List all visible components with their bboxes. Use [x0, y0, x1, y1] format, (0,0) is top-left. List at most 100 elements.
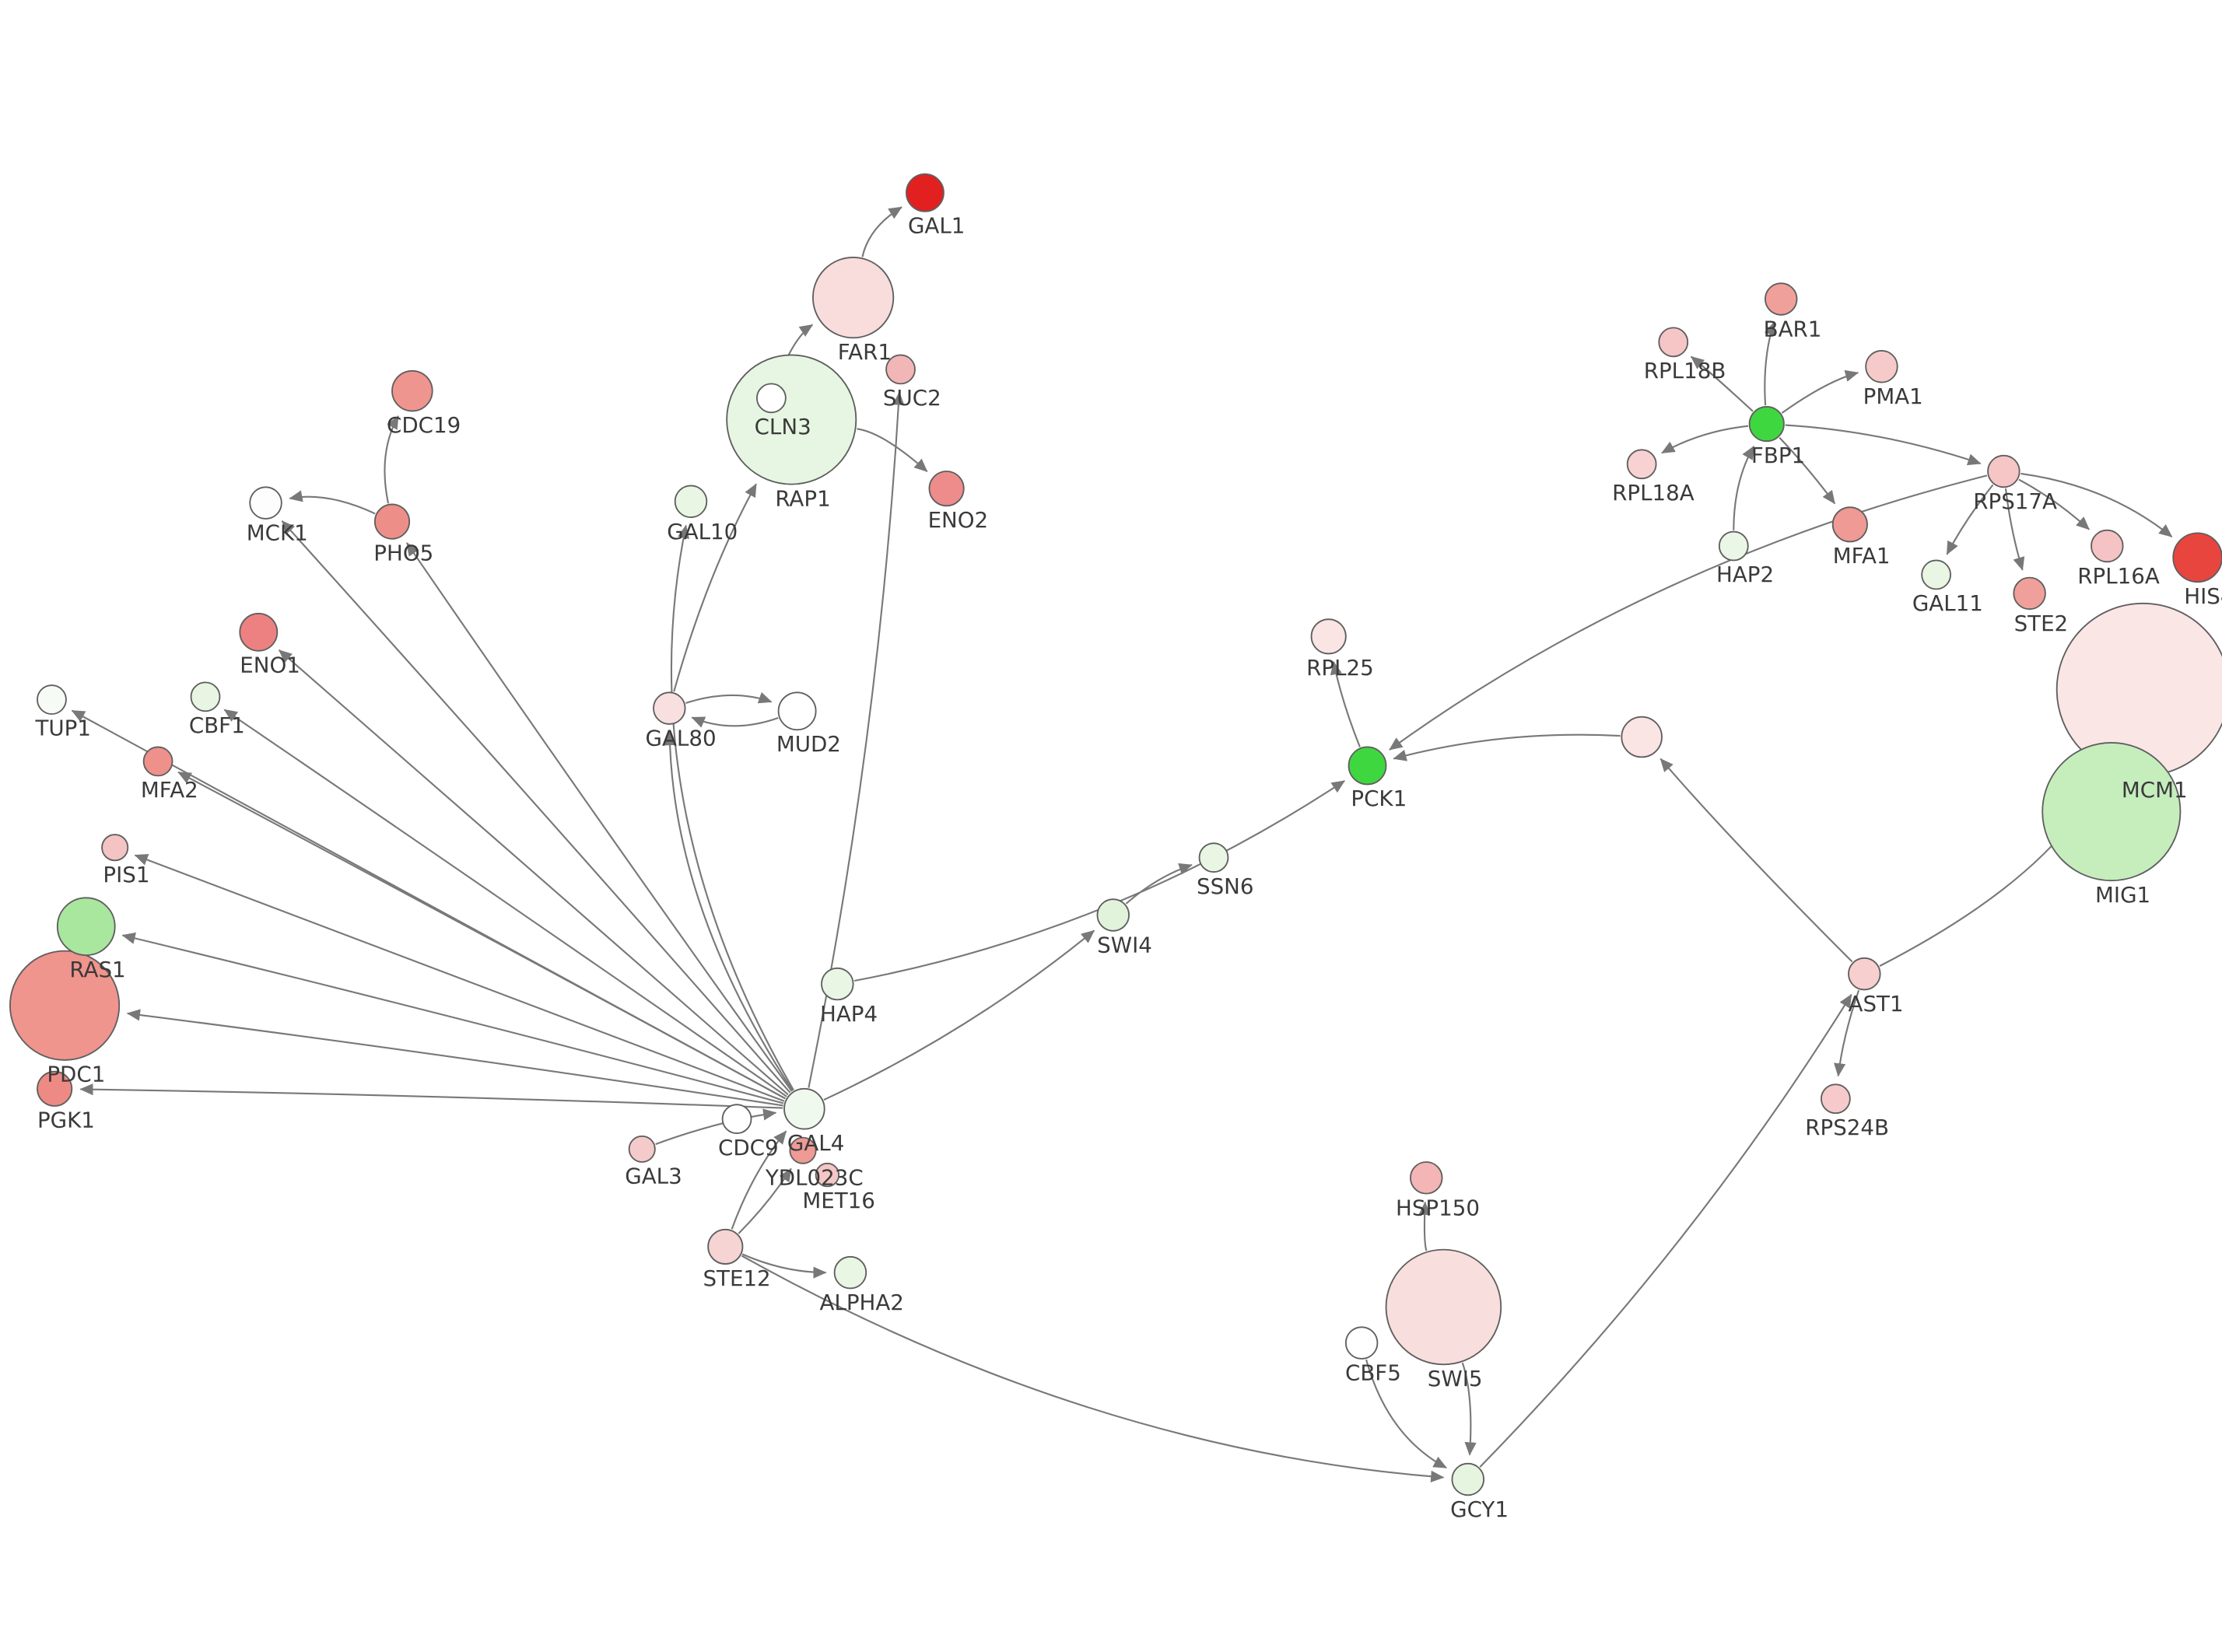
node-gal10[interactable] [674, 485, 708, 519]
node-ste2[interactable] [2013, 576, 2046, 611]
node-mck1[interactable] [249, 486, 282, 520]
node-hap2[interactable] [1718, 530, 1749, 562]
edge-GAL4-PIS1[interactable] [134, 854, 785, 1102]
edge-RPS17A-RPL16A[interactable] [2018, 478, 2090, 530]
node-alpha2[interactable] [833, 1255, 867, 1290]
node-gal4[interactable] [783, 1087, 825, 1130]
node-ydl023c[interactable] [789, 1136, 817, 1164]
edge-GAL4-ENO1[interactable] [278, 649, 789, 1096]
node-cbf1[interactable] [190, 681, 221, 712]
edge-FBP1-BAR1[interactable] [1764, 321, 1776, 406]
edge-PHO5-CDC19[interactable] [384, 415, 399, 504]
node-pgk1[interactable] [37, 1070, 73, 1107]
edge-AST1-UNK1[interactable] [1659, 758, 1853, 963]
edge-FBP1-MFA1[interactable] [1779, 436, 1836, 505]
node-mig1[interactable] [2042, 742, 2182, 882]
node-hsp150[interactable] [1410, 1161, 1443, 1195]
node-gal3[interactable] [628, 1135, 656, 1163]
edge-FBP1-RPL18B[interactable] [1690, 355, 1754, 412]
edge-GAL4-GAL80[interactable] [664, 732, 794, 1092]
edge-HAP4-PCK1[interactable] [853, 779, 1345, 982]
node-far1[interactable] [812, 257, 895, 339]
edge-SWI5-HSP150[interactable] [1418, 1201, 1431, 1251]
edge-GCY1-AST1[interactable] [1479, 993, 1852, 1468]
node-suc2[interactable] [885, 354, 916, 385]
edge-RPS17A-STE2[interactable] [2004, 488, 2025, 571]
node-rpl18a[interactable] [1626, 449, 1657, 480]
edge-GAL4-CBF1[interactable] [223, 709, 787, 1097]
node-tup1[interactable] [37, 684, 67, 715]
node-pis1[interactable] [101, 834, 129, 862]
edge-RPS17A-GAL11[interactable] [1946, 484, 1994, 555]
edge-RPS17A-HIS4[interactable] [2020, 472, 2173, 538]
edge-SWI5-GCY1[interactable] [1461, 1362, 1477, 1456]
node-rps24b[interactable] [1821, 1083, 1851, 1115]
edge-FBP1-RPS17A[interactable] [1785, 424, 1982, 466]
node-swi5[interactable] [1385, 1248, 1502, 1366]
node-gal11[interactable] [1921, 559, 1951, 590]
node-cdc19[interactable] [391, 369, 433, 412]
edge-STE12-ALPHA2[interactable] [741, 1253, 827, 1279]
edge-GAL4-PDC1[interactable] [126, 1009, 783, 1107]
node-mfa2[interactable] [142, 746, 173, 777]
edge-STE12-GCY1[interactable] [741, 1255, 1445, 1482]
edge-UNK1-PCK1[interactable] [1393, 733, 1621, 761]
node-cdc9[interactable] [721, 1104, 752, 1135]
edge-FBP1-PMA1[interactable] [1781, 369, 1859, 414]
edge-RPS17A-PCK1[interactable] [1389, 474, 1988, 751]
edge-CBF5-GCY1[interactable] [1365, 1359, 1447, 1469]
node-ast1[interactable] [1848, 957, 1881, 991]
edge-GAL80-MUD2[interactable] [685, 691, 773, 704]
node-mfa1[interactable] [1831, 506, 1868, 543]
node-unlabeled[interactable] [1621, 716, 1663, 758]
node-his4[interactable] [2172, 532, 2222, 583]
node-ssn6[interactable] [1198, 842, 1229, 873]
edge-GAL4-RAS1[interactable] [121, 932, 784, 1104]
edge-FAR1-GAL1[interactable] [861, 206, 902, 257]
node-eno1[interactable] [239, 612, 279, 652]
node-eno2[interactable] [928, 471, 965, 507]
node-hap4[interactable] [821, 967, 854, 1001]
edge-GAL80-RAP1[interactable] [673, 483, 757, 692]
node-rpl18b[interactable] [1658, 327, 1689, 358]
node-ste12[interactable] [707, 1228, 744, 1265]
edge-SWI4-SSN6[interactable] [1125, 863, 1193, 905]
node-pdc1[interactable] [9, 950, 121, 1061]
node-pma1[interactable] [1865, 350, 1898, 383]
node-pck1[interactable] [1348, 746, 1387, 786]
edge-GAL4-MFA2[interactable] [177, 771, 786, 1100]
edge-HAP2-FBP1[interactable] [1733, 446, 1755, 530]
node-met16[interactable] [815, 1162, 840, 1188]
node-rpl16a[interactable] [2091, 529, 2124, 563]
node-label-hap2: HAP2 [1716, 562, 1774, 587]
edge-RAP1-ENO2[interactable] [857, 428, 928, 472]
edge-GAL4-PHO5[interactable] [405, 542, 793, 1092]
edge-GAL4-PGK1[interactable] [79, 1083, 783, 1109]
edge-STE12-GAL4[interactable] [731, 1130, 787, 1230]
edge-FBP1-RPL18A[interactable] [1661, 425, 1749, 454]
node-mud2[interactable] [777, 691, 817, 731]
node-rpl25[interactable] [1310, 618, 1347, 655]
edge-AST1-RPS24B[interactable] [1834, 989, 1860, 1077]
node-swi4[interactable] [1096, 898, 1130, 932]
edge-MUD2-GAL80[interactable] [691, 716, 779, 728]
node-gal80[interactable] [653, 691, 686, 725]
node-fbp1[interactable] [1748, 406, 1785, 443]
edge-GAL4-SWI4[interactable] [823, 929, 1095, 1101]
edge-STE12-YDL023C[interactable] [738, 1167, 792, 1234]
node-rap1[interactable] [726, 354, 857, 485]
node-gcy1[interactable] [1451, 1462, 1485, 1496]
node-bar1[interactable] [1765, 282, 1798, 316]
node-cbf5[interactable] [1344, 1326, 1379, 1360]
edge-PHO5-MCK1[interactable] [289, 490, 376, 515]
node-ras1[interactable] [56, 897, 116, 957]
node-pho5[interactable] [373, 503, 411, 540]
edge-GAL3-GAL4[interactable] [655, 1108, 777, 1146]
edge-GAL4-GAL10[interactable] [670, 524, 794, 1091]
node-cln3[interactable] [756, 383, 787, 414]
node-gal1[interactable] [906, 173, 945, 212]
node-rps17a[interactable] [1987, 454, 2020, 488]
edge-PCK1-RPL25[interactable] [1330, 661, 1361, 747]
edge-GAL4-MCK1[interactable] [281, 520, 791, 1094]
